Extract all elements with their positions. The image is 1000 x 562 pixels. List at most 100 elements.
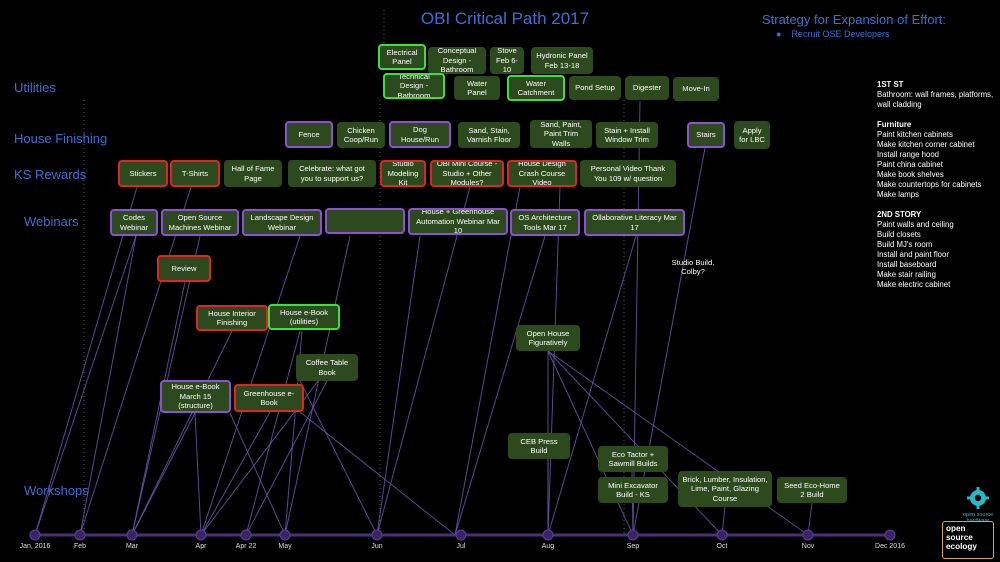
dependency-line xyxy=(299,380,378,536)
dependency-line xyxy=(299,411,456,536)
sidebar-furniture-item: Make countertops for cabinets xyxy=(877,180,982,189)
box-review[interactable]: Review xyxy=(157,255,211,282)
sidebar-heading-furniture: Furniture xyxy=(877,120,912,129)
box-pond-setup[interactable]: Pond Setup xyxy=(569,76,621,100)
box-house-interior[interactable]: House Interior Finishing xyxy=(196,305,268,331)
dependency-line xyxy=(284,235,351,536)
box-water-catchment[interactable]: Water Catchment xyxy=(507,75,565,101)
box-hall-of-fame[interactable]: Hall of Fame Page xyxy=(224,160,282,187)
timeline-tick xyxy=(542,529,554,541)
box-seed-eco-home[interactable]: Seed Eco-Home 2 Build xyxy=(777,477,847,503)
bullet-icon: ● xyxy=(776,29,782,39)
box-ebook-utilities[interactable]: House e-Book (utilities) xyxy=(268,304,340,330)
box-landscape-webinar[interactable]: Landscape Design Webinar xyxy=(242,209,322,236)
box-obi-mini-course[interactable]: OBI Mini Course - Studio + Other Modules… xyxy=(430,160,504,187)
sidebar-furniture-item: Install range hood xyxy=(877,150,939,159)
dependency-line xyxy=(454,186,521,536)
timeline-label: Sep xyxy=(626,543,640,550)
timeline-tick xyxy=(716,529,728,541)
timeline-label: Apr 22 xyxy=(235,543,257,550)
box-fence[interactable]: Fence xyxy=(285,121,333,148)
box-sand-paint-walls[interactable]: Sand, Paint, Paint Trim Walls xyxy=(530,120,592,148)
box-celebrate[interactable]: Celebrate: what got you to support us? xyxy=(288,160,376,187)
box-collab-literacy[interactable]: Ollaborative Literacy Mar 17 xyxy=(584,209,685,236)
timeline-label: Jul xyxy=(456,543,466,550)
dependency-line xyxy=(454,235,546,536)
timeline-label: Nov xyxy=(801,543,815,550)
dependency-line xyxy=(34,186,138,536)
box-dog-house[interactable]: Dog House/Run xyxy=(389,121,451,148)
box-hydronic-panel[interactable]: Hydronic Panel Feb 13-18 xyxy=(531,47,593,74)
dependency-line xyxy=(131,330,233,536)
timeline-tick xyxy=(195,529,207,541)
box-stove[interactable]: Stove Feb 6-10 xyxy=(490,47,524,74)
box-stain-window-trim[interactable]: Stain + Install Window Trim xyxy=(596,122,658,148)
box-digester[interactable]: Digester xyxy=(625,76,669,100)
box-studio-modeling-kit[interactable]: Studio Modeling Kit xyxy=(380,160,426,187)
strategy-title: Strategy for Expansion of Effort: xyxy=(762,12,947,27)
sidebar-second-item: Make electric cabinet xyxy=(877,280,951,289)
sidebar-furniture-item: Paint kitchen cabinets xyxy=(877,130,953,139)
dependency-line xyxy=(245,330,301,536)
box-electrical-panel[interactable]: Electrical Panel xyxy=(378,44,426,70)
dependency-line xyxy=(229,412,286,536)
sidebar-heading-1st-story: 1ST ST xyxy=(877,80,904,89)
sidebar-heading-2nd-story: 2ND STORY xyxy=(877,210,922,219)
timeline-label: Jan, 2016 xyxy=(19,543,51,550)
box-move-in[interactable]: Move-In xyxy=(673,77,719,101)
box-water-panel[interactable]: Water Panel xyxy=(454,76,500,100)
box-ebook-structure[interactable]: House e-Book March 15 (structure) xyxy=(160,380,231,413)
box-technical-design[interactable]: Technical Design - Bathroom xyxy=(383,73,445,99)
sidebar-furniture-item: Make kitchen corner cabinet xyxy=(877,140,975,149)
dependency-line xyxy=(547,350,809,536)
sidebar-second-item: Build closets xyxy=(877,230,921,239)
row-label-webinars: Webinars xyxy=(24,214,79,229)
box-mini-excavator[interactable]: Mini Excavator Build - KS xyxy=(598,477,668,503)
box-eco-tractor[interactable]: Eco Tactor + Sawmill Builds xyxy=(598,446,668,472)
timeline-label: Aug xyxy=(541,543,555,550)
box-chicken-coop[interactable]: Chicken Coop/Run xyxy=(337,122,385,148)
dependency-line xyxy=(547,235,637,536)
sidebar-bathroom-note: Bathroom: wall frames, platforms, wall c… xyxy=(877,90,994,109)
strategy-item: ● Recruit OSE Developers xyxy=(776,29,889,39)
row-label-utilities: Utilities xyxy=(14,80,56,95)
box-stairs[interactable]: Stairs xyxy=(687,122,725,148)
box-brick-lumber-course[interactable]: Brick, Lumber, Insulation, Lime, Paint, … xyxy=(678,471,772,507)
sidebar-furniture-item: Paint china cabinet xyxy=(877,160,943,169)
timeline-label: Dec 2016 xyxy=(875,543,905,550)
timeline-tick xyxy=(802,529,814,541)
timeline-tick xyxy=(29,529,41,541)
timeline-tick xyxy=(126,529,138,541)
dependency-line xyxy=(245,380,328,536)
osh-logo: open source hardware xyxy=(958,486,998,524)
box-ceb-press[interactable]: CEB Press Build xyxy=(508,433,570,459)
box-crash-course-video[interactable]: House Design Crash Course Video xyxy=(507,160,577,187)
box-coffee-table-book[interactable]: Coffee Table Book xyxy=(296,354,358,381)
note-studio-build: Studio Build, Colby? xyxy=(671,258,715,277)
timeline-label: May xyxy=(278,543,292,550)
box-greenhouse-webinar[interactable]: House + Greenhouse Automation Webinar Ma… xyxy=(408,208,508,235)
box-sand-stain-floor[interactable]: Sand, Stain, Varnish Floor xyxy=(458,122,520,148)
box-stickers[interactable]: Stickers xyxy=(118,160,168,187)
box-codes-webinar[interactable]: Codes Webinar xyxy=(110,209,158,236)
box-apply-lbc[interactable]: Apply for LBC xyxy=(734,121,770,149)
timeline-tick xyxy=(371,529,383,541)
dependency-line xyxy=(547,350,723,536)
sidebar-notes: 1ST ST Bathroom: wall frames, platforms,… xyxy=(877,80,995,290)
box-osm-webinar[interactable]: Open Source Machines Webinar xyxy=(161,209,239,236)
timeline-tick xyxy=(74,529,86,541)
dependency-line xyxy=(547,186,561,536)
box-3dp-webinar[interactable] xyxy=(325,208,405,234)
box-t-shirts[interactable]: T-Shirts xyxy=(170,160,220,187)
sidebar-furniture-item: Make lamps xyxy=(877,190,920,199)
box-open-house[interactable]: Open House Figuratively xyxy=(516,325,580,351)
dependency-line xyxy=(200,411,271,536)
box-personal-video[interactable]: Personal Video Thank You 109 w/ question xyxy=(580,160,676,187)
sidebar-second-item: Install baseboard xyxy=(877,260,937,269)
box-greenhouse-ebook[interactable]: Greenhouse e-Book xyxy=(234,384,304,412)
box-os-architecture[interactable]: OS Architecture Tools Mar 17 xyxy=(510,209,580,236)
strategy-item-label: Recruit OSE Developers xyxy=(791,29,890,39)
box-conceptual-design[interactable]: Conceptual Design - Bathroom xyxy=(428,47,486,74)
